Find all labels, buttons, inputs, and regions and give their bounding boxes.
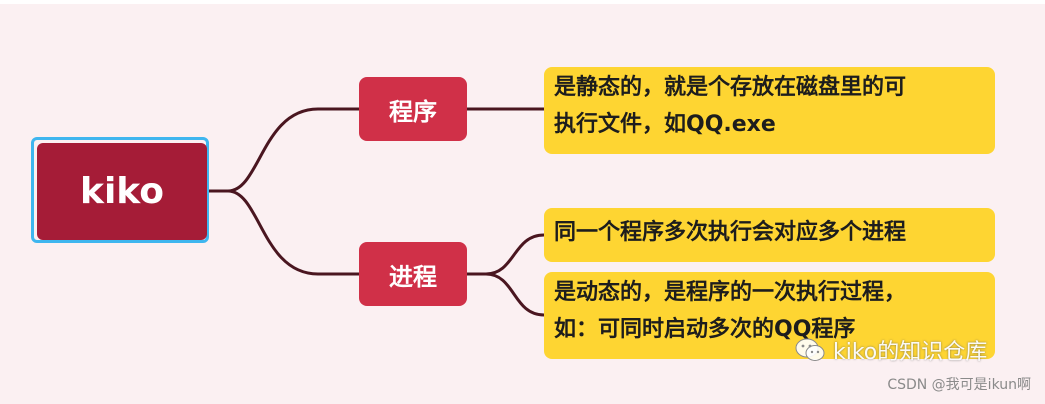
- leaf-line: 是静态的，就是个存放在磁盘里的可: [554, 75, 907, 100]
- leaf-line: 如：可同时启动多次的QQ程序: [554, 317, 856, 342]
- branch-node-program[interactable]: 程序: [359, 77, 467, 141]
- wechat-icon: [795, 338, 825, 361]
- csdn-credit: CSDN @我可是ikun啊: [887, 377, 1031, 393]
- leaf-node-program-desc[interactable]: 是静态的，就是个存放在磁盘里的可 执行文件，如QQ.exe: [544, 67, 995, 154]
- top-strip: [0, 0, 1045, 4]
- leaf-node-process-multi[interactable]: 同一个程序多次执行会对应多个进程: [544, 208, 995, 262]
- leaf-line: 是动态的，是程序的一次执行过程，: [554, 280, 907, 305]
- connector-root-process: [227, 189, 359, 276]
- leaf-line: 执行文件，如QQ.exe: [554, 112, 776, 137]
- leaf-node-process-desc[interactable]: 是动态的，是程序的一次执行过程， 如：可同时启动多次的QQ程序: [544, 272, 995, 359]
- root-node[interactable]: kiko: [37, 143, 207, 240]
- branch-node-process[interactable]: 进程: [359, 242, 467, 306]
- connector-process-leaf-2: [485, 272, 545, 317]
- connector-process-leaf-1: [467, 233, 545, 276]
- root-selection-frame: [31, 137, 209, 243]
- connector-root-program: [209, 107, 359, 193]
- watermark-text: kiko的知识仓库: [833, 340, 988, 365]
- watermark: kiko的知识仓库: [795, 334, 987, 366]
- leaf-line: 同一个程序多次执行会对应多个进程: [554, 220, 907, 245]
